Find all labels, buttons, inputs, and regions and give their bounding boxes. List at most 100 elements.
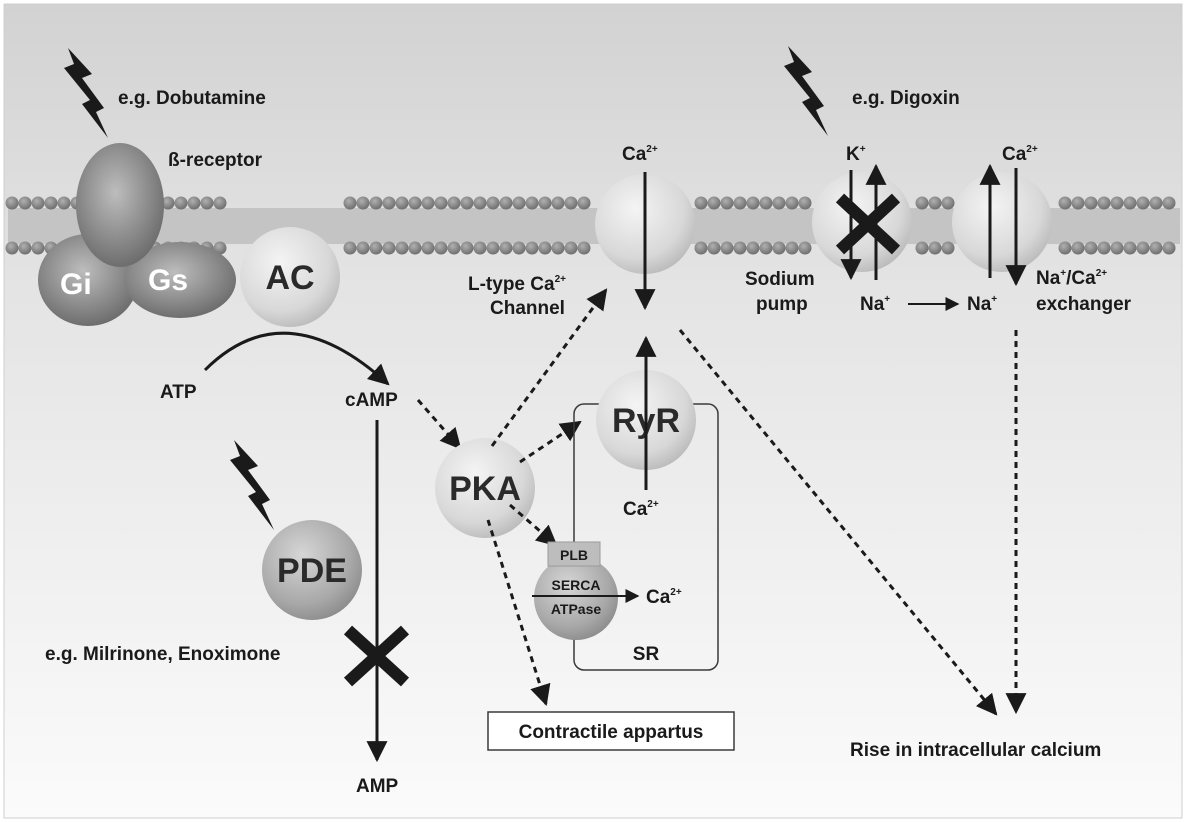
- lipid-head: [694, 241, 708, 255]
- lipid-head: [1058, 196, 1072, 210]
- pde-inhibition-x-icon: [343, 625, 410, 687]
- lipid-head: [1084, 196, 1098, 210]
- lipid-head: [1071, 196, 1085, 210]
- na-ca-exchanger: [952, 172, 1052, 272]
- lipid-head: [1110, 241, 1124, 255]
- lipid-head: [174, 196, 188, 210]
- lipid-head: [1136, 196, 1150, 210]
- gs-protein: [124, 242, 236, 318]
- lipid-head: [720, 241, 734, 255]
- lipid-head: [772, 196, 786, 210]
- lipid-head: [941, 241, 955, 255]
- lipid-head: [1058, 241, 1072, 255]
- dobutamine-label: e.g. Dobutamine: [118, 88, 266, 109]
- lipid-head: [343, 241, 357, 255]
- lipid-head: [694, 196, 708, 210]
- background: [3, 3, 1183, 819]
- lipid-head: [382, 196, 396, 210]
- serca-label-line2: ATPase: [551, 601, 602, 617]
- lipid-head: [1110, 196, 1124, 210]
- lipid-head: [538, 196, 552, 210]
- lipid-head: [5, 196, 19, 210]
- lipid-head: [473, 241, 487, 255]
- lipid-head: [798, 241, 812, 255]
- lipid-head: [408, 196, 422, 210]
- lipid-head: [551, 196, 565, 210]
- lightning-digoxin-icon: [784, 46, 828, 136]
- lipid-head: [733, 196, 747, 210]
- na-right-label: Na+: [967, 294, 997, 315]
- lipid-head: [928, 196, 942, 210]
- serca-label-line1: SERCA: [551, 577, 600, 593]
- lipid-head: [460, 196, 474, 210]
- lipid-head: [1097, 241, 1111, 255]
- lipid-head: [499, 196, 513, 210]
- rise-label: Rise in intracellular calcium: [850, 740, 1101, 761]
- lipid-head: [395, 241, 409, 255]
- atp-label: ATP: [160, 382, 197, 403]
- lipid-head: [928, 241, 942, 255]
- lipid-head: [213, 196, 227, 210]
- pka-enzyme: [435, 438, 535, 538]
- lipid-head: [408, 241, 422, 255]
- lipid-head: [447, 241, 461, 255]
- atp-to-camp-arrow: [203, 331, 390, 386]
- lipid-head: [460, 241, 474, 255]
- lipid-head: [57, 196, 71, 210]
- sodium-pump-label-line2: pump: [756, 294, 808, 315]
- pka-label: PKA: [449, 470, 521, 508]
- exchanger-label-line1: Na+/Ca2+: [1036, 268, 1107, 289]
- lipid-head: [772, 241, 786, 255]
- lipid-head: [538, 241, 552, 255]
- lipid-head: [746, 196, 760, 210]
- lipid-head: [421, 241, 435, 255]
- lipid-head: [5, 241, 19, 255]
- ac-label: AC: [265, 259, 314, 297]
- lipid-head: [44, 196, 58, 210]
- gs-label: Gs: [148, 264, 188, 297]
- lipid-head: [1084, 241, 1098, 255]
- lipid-head: [18, 196, 32, 210]
- lipid-head: [434, 196, 448, 210]
- lipid-head: [473, 196, 487, 210]
- ca-ryr-label: Ca2+: [623, 499, 659, 520]
- serca-atpase: [534, 556, 618, 640]
- lipid-head: [356, 241, 370, 255]
- lipid-head: [486, 241, 500, 255]
- lipid-head: [187, 196, 201, 210]
- sodium-pump-inhibition-x-icon: [835, 193, 901, 255]
- lipid-head: [915, 196, 929, 210]
- lipid-head: [1162, 196, 1176, 210]
- lipid-head: [1123, 196, 1137, 210]
- lipid-head: [798, 196, 812, 210]
- lipid-head: [733, 241, 747, 255]
- lipid-head: [1136, 241, 1150, 255]
- exchanger-label-line2: exchanger: [1036, 294, 1132, 315]
- lipid-head: [577, 241, 591, 255]
- pde-label: PDE: [277, 552, 347, 590]
- lipid-head: [1071, 241, 1085, 255]
- plb-protein: [547, 541, 601, 567]
- ca-exchanger-label: Ca2+: [1002, 144, 1038, 165]
- lipid-head: [746, 241, 760, 255]
- lipid-head: [1123, 241, 1137, 255]
- lipid-head: [915, 241, 929, 255]
- lipid-head: [512, 241, 526, 255]
- pka-to-ryr-arrow: [519, 420, 582, 464]
- lipid-head: [941, 196, 955, 210]
- lipid-head: [356, 196, 370, 210]
- lipid-head: [369, 196, 383, 210]
- lipid-head: [564, 241, 578, 255]
- lipid-head: [759, 241, 773, 255]
- lipid-head: [1149, 196, 1163, 210]
- lipid-head: [200, 196, 214, 210]
- lightning-dobutamine-icon: [64, 48, 108, 138]
- ltype-label-line2: Channel: [490, 298, 565, 319]
- beta-receptor: [76, 143, 164, 267]
- contractile-label: Contractile appartus: [519, 722, 704, 743]
- na-left-label: Na+: [860, 294, 890, 315]
- lipid-head: [382, 241, 396, 255]
- lipid-head: [434, 241, 448, 255]
- lipid-head: [486, 196, 500, 210]
